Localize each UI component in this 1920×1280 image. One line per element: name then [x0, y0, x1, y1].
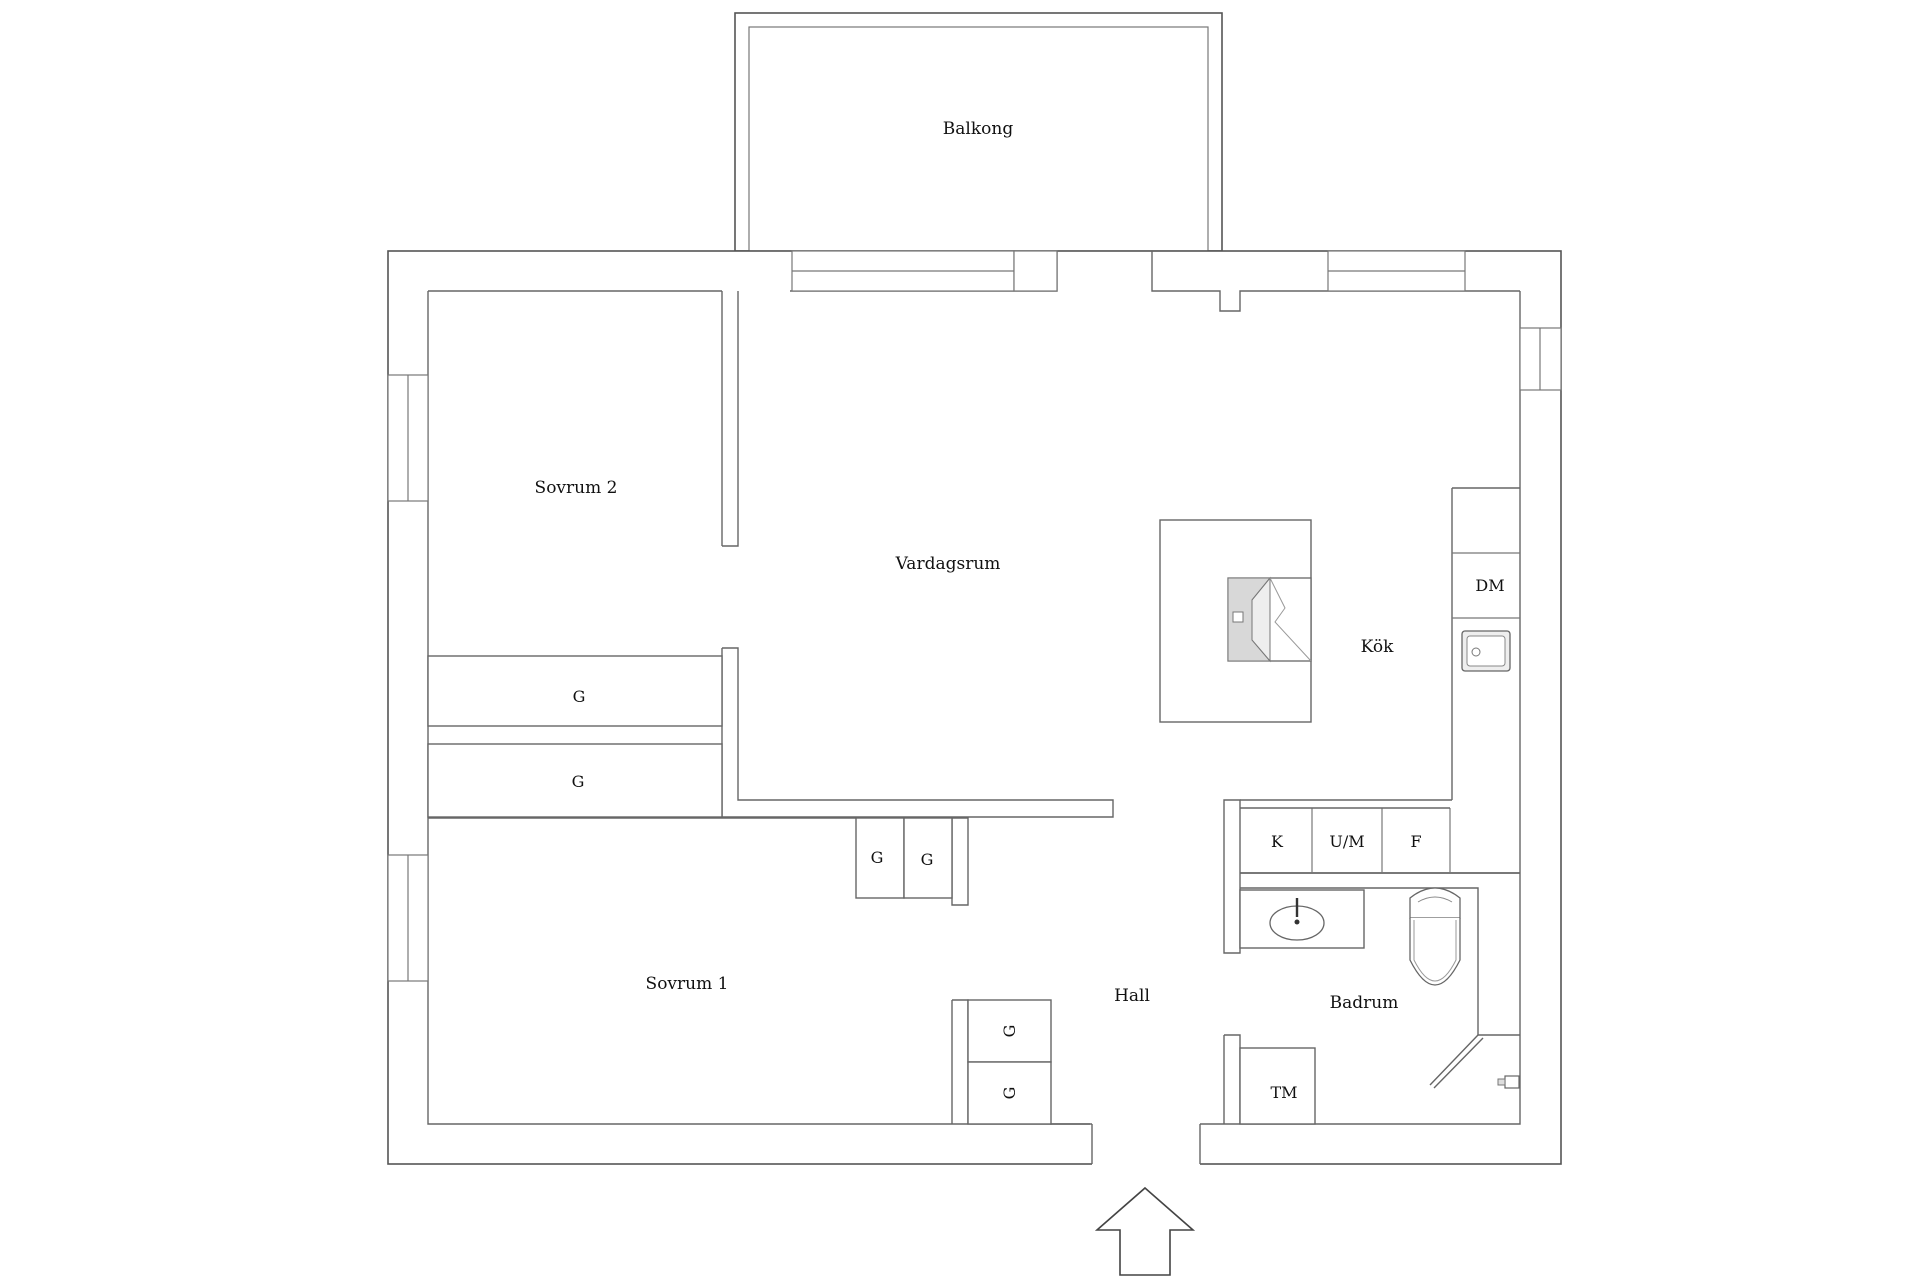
wardrobe-label: G [572, 772, 585, 791]
fixture-label-f: F [1410, 832, 1421, 851]
kitchen-sink-icon [1461, 630, 1511, 672]
toilet-icon [1409, 887, 1461, 986]
wash-basin-icon [1269, 898, 1325, 941]
bathroom-fixtures [1239, 889, 1365, 1125]
shower-icon [1497, 1075, 1520, 1089]
fixture-label-dm: DM [1475, 576, 1504, 595]
room-label-sovrum-2: Sovrum 2 [535, 478, 618, 498]
room-label-kok: Kök [1361, 637, 1394, 657]
entrance-arrow-icon [1094, 1186, 1196, 1276]
wardrobe-label: G [573, 687, 586, 706]
room-label-sovrum-1: Sovrum 1 [646, 974, 729, 994]
wardrobe-group-upper [427, 655, 723, 818]
fixture-label-um: U/M [1329, 832, 1364, 851]
wardrobe-label: G [871, 848, 884, 867]
balcony [734, 12, 1223, 252]
wardrobe-label: G [921, 850, 934, 869]
windows [387, 250, 1562, 982]
room-label-balkong: Balkong [943, 119, 1014, 139]
wardrobe-label: G [1000, 1025, 1019, 1038]
fixture-label-k: K [1271, 832, 1284, 851]
cooktop-icon [1227, 576, 1312, 663]
room-label-hall: Hall [1114, 986, 1150, 1006]
wardrobe-group-lower [855, 817, 1052, 1125]
room-label-badrum: Badrum [1330, 993, 1399, 1013]
wardrobe-label: G [1000, 1087, 1019, 1100]
fixture-label-tm: TM [1270, 1083, 1297, 1102]
room-label-vardagsrum: Vardagsrum [895, 554, 1001, 574]
